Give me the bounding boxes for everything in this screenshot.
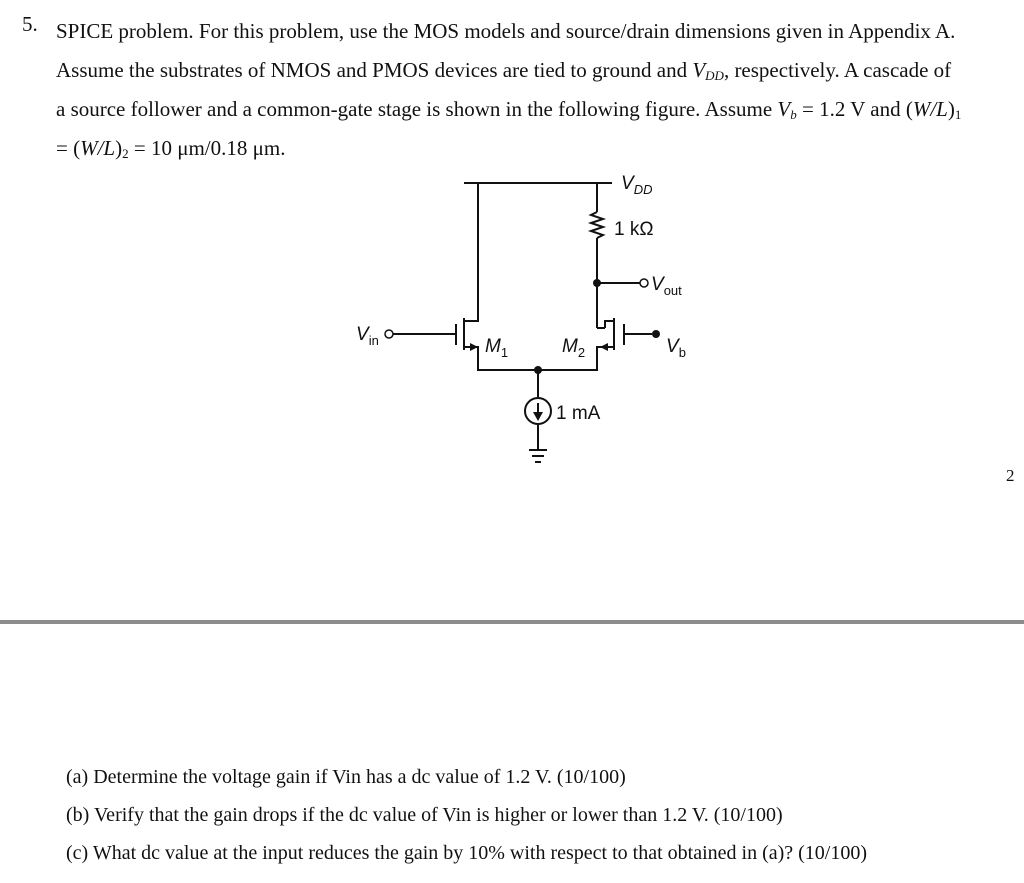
vb-subscript: b (790, 107, 797, 122)
resistor-label: 1 kΩ (614, 219, 654, 240)
wl-subscript-1: 1 (954, 107, 962, 122)
question-c: (c) What dc value at the input reduces t… (66, 842, 868, 864)
junction-dot (534, 366, 542, 374)
vb-terminal (652, 330, 660, 338)
wl-subscript-2: 2 (122, 146, 129, 161)
vdd-variable: V (692, 58, 706, 82)
text-span: , respectively. A cascade of (723, 58, 952, 82)
vout-terminal (639, 278, 649, 288)
question-a: (a) Determine the voltage gain if Vin ha… (66, 766, 626, 788)
text-span: = ( (56, 136, 81, 160)
question-b: (b) Verify that the gain drops if the dc… (66, 804, 783, 826)
page-number: 2 (1006, 466, 1015, 485)
vb-variable: V (777, 97, 791, 121)
problem-line-4: = (W/L)2 = 10 μm/0.18 μm. (56, 136, 286, 161)
problem-statement: SPICE problem. For this problem, use the… (56, 12, 1018, 168)
problem-line-3: a source follower and a common-gate stag… (56, 97, 962, 122)
question-list: (a) Determine the voltage gain if Vin ha… (66, 758, 867, 872)
vin-terminal (384, 329, 394, 339)
current-label: 1 mA (556, 403, 601, 424)
text-span: Assume the substrates of NMOS and PMOS d… (56, 58, 693, 82)
text-span: = 10 μm/0.18 μm. (128, 136, 286, 160)
problem-line-1: SPICE problem. For this problem, use the… (56, 19, 956, 43)
m1-drain-wire (472, 183, 479, 322)
m1-arrow-icon (470, 343, 478, 351)
vout-label: Vout (651, 274, 682, 298)
circuit-diagram: VDD 1 kΩ Vout Vin M1 M2 Vb 1 mA (356, 173, 686, 463)
problem-number: 5. (22, 12, 38, 36)
resistor-symbol (587, 211, 607, 239)
current-arrow-head (533, 412, 543, 421)
wl-ratio: W/L (912, 97, 948, 121)
text-span: a source follower and a common-gate stag… (56, 97, 778, 121)
text-span: = 1.2 V and ( (796, 97, 913, 121)
m2-drain-stub (604, 320, 614, 328)
vdd-label: VDD (621, 173, 652, 197)
vb-label: Vb (666, 336, 686, 360)
junction-dot (593, 279, 601, 287)
vin-label: Vin (356, 324, 379, 348)
m2-label: M2 (562, 336, 585, 360)
m1-label: M1 (485, 336, 508, 360)
m2-arrow-icon (600, 343, 608, 351)
vdd-subscript: DD (705, 68, 724, 83)
page-divider (0, 620, 1024, 624)
problem-line-2: Assume the substrates of NMOS and PMOS d… (56, 51, 1018, 90)
wl-ratio: W/L (80, 136, 116, 160)
